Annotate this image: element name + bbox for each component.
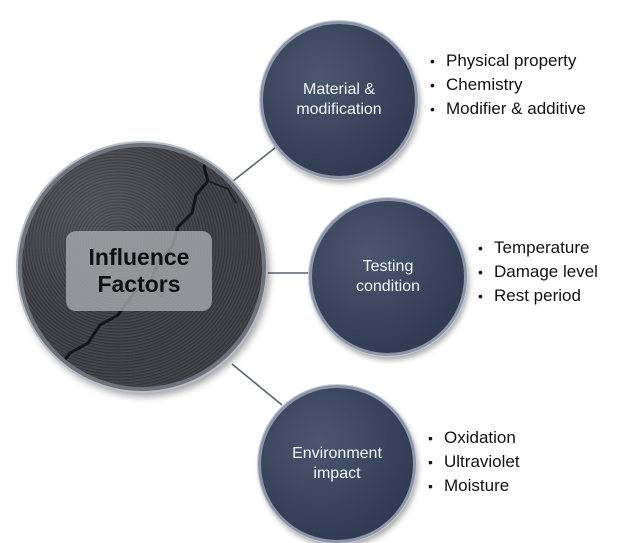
bullet-list-testing: •Temperature •Damage level •Rest period [478, 237, 598, 309]
bullet-dot-icon: • [430, 77, 435, 93]
bullet-dot-icon: • [428, 430, 433, 446]
bullet-dot-icon: • [430, 53, 435, 69]
bullet-item: •Physical property [430, 51, 577, 70]
bullet-item: •Temperature [478, 238, 590, 257]
bullet-item: •Rest period [478, 286, 581, 305]
bullet-item: •Ultraviolet [428, 452, 520, 471]
bullet-dot-icon: • [430, 101, 435, 117]
bullet-item: •Modifier & additive [430, 99, 586, 118]
center-asphalt-node: Influence Factors [18, 143, 266, 391]
bullet-item: •Chemistry [430, 75, 523, 94]
bullet-list-environment: •Oxidation •Ultraviolet •Moisture [428, 427, 520, 499]
node-label-environment: Environment impact [292, 445, 382, 482]
bullet-list-material: •Physical property •Chemistry •Modifier … [430, 50, 586, 122]
node-testing-condition: Testing condition [309, 198, 467, 356]
node-material-modification: Material & modification [260, 21, 418, 179]
bullet-item: •Moisture [428, 476, 510, 495]
bullet-dot-icon: • [478, 288, 483, 304]
connector-environment [231, 363, 283, 406]
bullet-dot-icon: • [428, 454, 433, 470]
bullet-dot-icon: • [478, 264, 483, 280]
node-label-testing: Testing condition [355, 258, 421, 295]
bullet-item: •Damage level [478, 262, 598, 281]
node-label-material: Material & modification [296, 81, 382, 118]
center-label-box: Influence Factors [66, 231, 212, 311]
bullet-item: •Oxidation [428, 428, 516, 447]
center-title: Influence Factors [88, 244, 190, 297]
bullet-dot-icon: • [478, 240, 483, 256]
bullet-dot-icon: • [428, 478, 433, 494]
node-environment-impact: Environment impact [258, 385, 416, 543]
